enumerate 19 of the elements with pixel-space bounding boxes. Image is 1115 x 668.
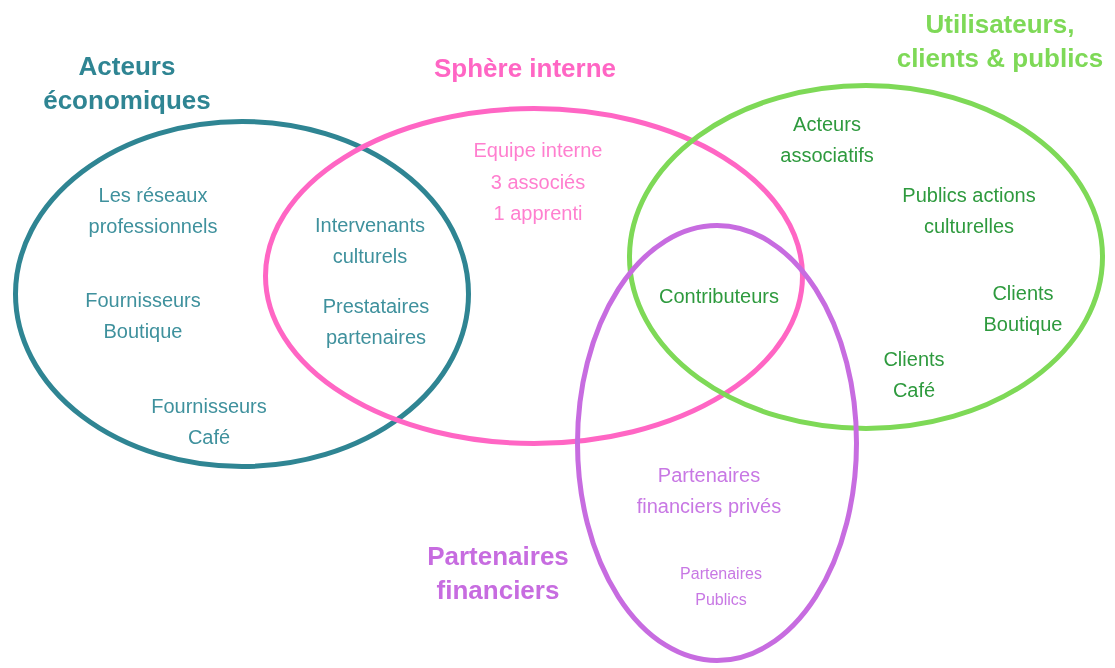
set-item-text: Publics actions culturelles (901, 183, 1037, 239)
set-item-text: Contributeurs (657, 283, 781, 309)
set-item-text: Fournisseurs Café (150, 394, 268, 450)
set-item-text: Clients Café (882, 347, 946, 403)
set-item-text: Acteurs associatifs (779, 112, 875, 168)
set-item-text: Clients Boutique (982, 281, 1064, 337)
set-item-text: 1 apprenti (492, 200, 584, 226)
set-heading: Utilisateurs, clients & publics (895, 8, 1105, 75)
set-heading: Partenaires financiers (426, 540, 570, 607)
set-item-text: Equipe interne (472, 137, 604, 163)
set-heading: Acteurs économiques (42, 50, 212, 117)
set-item-text: Prestataires partenaires (321, 294, 431, 350)
set-item-text: Intervenants culturels (313, 213, 427, 269)
set-item-text: 3 associés (489, 169, 587, 195)
set-heading: Sphère interne (432, 52, 618, 85)
set-item-text: Partenaires financiers privés (635, 463, 783, 519)
set-item-text: Fournisseurs Boutique (84, 288, 202, 344)
set-item-text: Partenaires Publics (679, 564, 763, 610)
set-item-text: Les réseaux professionnels (87, 183, 219, 239)
